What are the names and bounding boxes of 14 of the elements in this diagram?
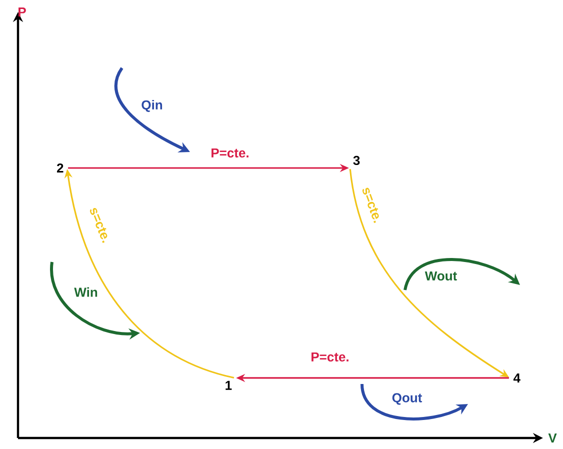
energy-label: Qin — [142, 100, 162, 112]
state-point: 1 — [226, 380, 232, 390]
energy-label: Qout — [392, 393, 422, 405]
state-point: 3 — [353, 156, 360, 166]
energy-label: Win — [74, 287, 98, 297]
energy-label: Wout — [424, 271, 457, 281]
edge-label: P=cte. — [212, 148, 248, 158]
state-point: 2 — [56, 163, 64, 173]
edge-label: P=cte. — [312, 352, 348, 362]
state-point: 4 — [513, 374, 520, 382]
edge-label: s=cte. — [90, 208, 108, 243]
edge-label: s=cte. — [362, 188, 379, 224]
axis-label: P — [18, 8, 26, 16]
axis-label: V — [548, 434, 557, 442]
